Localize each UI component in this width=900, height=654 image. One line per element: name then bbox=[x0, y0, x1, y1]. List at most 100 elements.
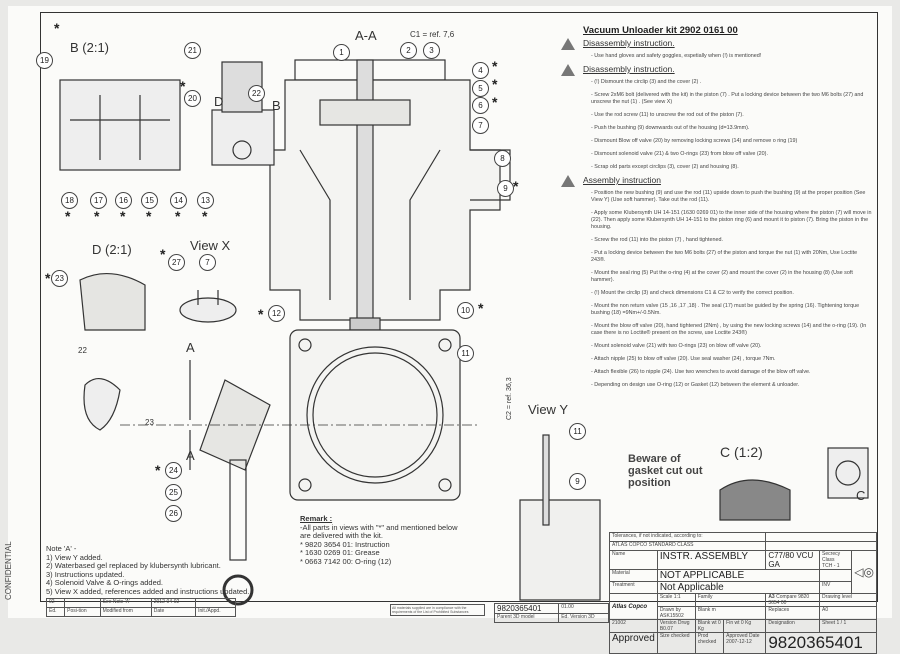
drawing-level: A0 bbox=[819, 606, 877, 620]
kit-part-star-icon: * bbox=[202, 208, 208, 224]
note-item: 5) View X added, references added and in… bbox=[46, 586, 250, 596]
detail-c-label: C (1:2) bbox=[720, 444, 763, 460]
item-balloon: 21 bbox=[184, 42, 201, 59]
kit-part-star-icon: * bbox=[180, 78, 186, 94]
parent-number: 9820365401 bbox=[493, 603, 560, 614]
item-balloon: 12 bbox=[268, 305, 285, 322]
fin-wt-label: Fin wt bbox=[726, 620, 740, 626]
instruction-step: - Screw the rod (11) into the piston (7)… bbox=[591, 237, 724, 243]
drawn-by-label: Drawn by bbox=[659, 607, 681, 613]
item-balloon: 23 bbox=[51, 270, 68, 287]
instruction-step: - Depending on design use O-ring (12) or… bbox=[591, 382, 800, 388]
instruction-step: - Dismount solenoid valve (21) & two O-r… bbox=[591, 151, 768, 157]
material: NOT APPLICABLE bbox=[656, 569, 821, 582]
item-balloon: 11 bbox=[569, 423, 586, 440]
version: B0.07 bbox=[659, 626, 673, 632]
detail-b-shape bbox=[59, 79, 181, 171]
remark-line: * 9820 3654 01: Instruction bbox=[300, 539, 390, 549]
section-heading-text: Disassembly instruction. bbox=[583, 38, 675, 48]
compliance-note: All materials supplied are in compliance… bbox=[390, 604, 485, 616]
name-label: Name bbox=[609, 550, 658, 570]
drawing-number: 9820365401 bbox=[765, 632, 877, 654]
blank-m: Blank m bbox=[694, 606, 767, 620]
rev-ed: 02 bbox=[45, 598, 66, 608]
instruction-step: - Mount the blow off valve (20), hand ti… bbox=[591, 323, 867, 336]
date-label: Date bbox=[748, 633, 760, 639]
kit-part-star-icon: * bbox=[155, 462, 161, 478]
note-item: 2) Waterbased gel replaced by klubersynt… bbox=[46, 561, 221, 571]
section-aa-label: A-A bbox=[355, 28, 377, 43]
secrecy-value: TCH - 1 bbox=[822, 563, 840, 569]
item-balloon: 7 bbox=[199, 254, 216, 271]
detail-b-label: B (2:1) bbox=[70, 40, 110, 55]
note-item: 3) Instructions updated. bbox=[46, 569, 125, 579]
kit-part-star-icon: * bbox=[54, 20, 60, 36]
item-balloon: 26 bbox=[165, 505, 182, 522]
replaces-label: Replaces bbox=[765, 606, 821, 620]
detail-c-shape bbox=[719, 479, 791, 521]
ed-version: Ed. Version 3D bbox=[558, 613, 609, 623]
title-block: Tolerances, if not indicated, according … bbox=[608, 532, 877, 654]
instruction-step: - Mount the non return valve (15 ,16 ,17… bbox=[591, 303, 860, 316]
view-y-shape bbox=[519, 499, 601, 601]
instruction-step: - (!) Dismount the circlip (3) and the c… bbox=[591, 79, 702, 85]
item-balloon: 5 bbox=[472, 80, 489, 97]
item-balloon: 24 bbox=[165, 462, 182, 479]
designation-label: Designation bbox=[765, 619, 821, 633]
item-balloon: 13 bbox=[197, 192, 214, 209]
item-balloon: 20 bbox=[184, 90, 201, 107]
remark-line: are delivered with the kit. bbox=[300, 531, 383, 541]
instruction-step: - (!) Mount the circlip (3) and check di… bbox=[591, 290, 794, 296]
beware-line: Beware of bbox=[628, 453, 681, 465]
instruction-step: - Position the new bushing (9) and use t… bbox=[591, 190, 866, 203]
view-y-label: View Y bbox=[528, 402, 568, 417]
item-balloon: 11 bbox=[457, 345, 474, 362]
secrecy-label: Secrecy Class bbox=[822, 551, 841, 563]
kit-part-star-icon: * bbox=[120, 208, 126, 224]
detail-mark-b: B bbox=[272, 98, 281, 113]
kit-part-star-icon: * bbox=[65, 208, 71, 224]
rev-date: 2012-04-02 bbox=[150, 598, 197, 608]
kit-part-star-icon: * bbox=[492, 76, 498, 92]
section-heading: Assembly instruction bbox=[561, 175, 873, 187]
instruction-step: - Mount solenoid valve (21) with two O-r… bbox=[591, 343, 762, 349]
hdr-date: Date bbox=[150, 607, 197, 617]
instructions-panel: Vacuum Unloader kit 2902 0161 00 Disasse… bbox=[561, 26, 873, 395]
scale-label: Scale bbox=[659, 594, 673, 600]
hdr-ed: Ed. bbox=[45, 607, 66, 617]
instruction-step: - Apply some Klubersynth UH 14-151 (1630… bbox=[591, 210, 872, 230]
kit-part-star-icon: * bbox=[175, 208, 181, 224]
kit-part-star-icon: * bbox=[160, 246, 166, 262]
prod-checked: Prod checked bbox=[694, 632, 725, 654]
tolerances: Tolerances, if not indicated, according … bbox=[608, 532, 767, 542]
parent-label: Parent 3D model bbox=[493, 613, 560, 623]
kit-part-star-icon: * bbox=[492, 94, 498, 110]
revision-triangle-icon bbox=[561, 38, 575, 50]
note-title: Note 'A' - bbox=[46, 544, 77, 553]
plan-view-shape bbox=[289, 329, 461, 501]
detail-c-mark: C bbox=[856, 488, 866, 503]
material-label: Material bbox=[609, 569, 658, 582]
sheet-number: Sheet 1 / 1 bbox=[819, 619, 877, 633]
approved-status: Approved bbox=[609, 632, 658, 654]
instruction-step: - Attach flexible (26) to nipple (24). U… bbox=[591, 369, 811, 375]
detail-d-label: D (2:1) bbox=[92, 242, 132, 257]
instruction-step: - Attach nipple (25) to blow off valve (… bbox=[591, 356, 776, 362]
product: C77/80 VCU GA bbox=[765, 550, 821, 570]
item-balloon: 17 bbox=[90, 192, 107, 209]
item-balloon: 2 bbox=[400, 42, 417, 59]
revision-triangle-icon bbox=[561, 64, 575, 76]
kit-part-star-icon: * bbox=[146, 208, 152, 224]
kit-part-star-icon: * bbox=[94, 208, 100, 224]
scale: 1:1 bbox=[673, 594, 681, 600]
remark-line: * 0663 7142 00: O-ring (12) bbox=[300, 556, 392, 566]
item-balloon: 22 bbox=[248, 85, 265, 102]
instruction-step: - Use the rod screw (11) to unscrew the … bbox=[591, 112, 744, 118]
c2-dimension: C2 = ref. 36,3 bbox=[506, 377, 513, 420]
hdr-pos: Posi-tion bbox=[64, 607, 101, 617]
detail-mark-d: D bbox=[214, 94, 224, 109]
revision-note: Note 'A' - 1) View Y added.2) Waterbased… bbox=[46, 544, 250, 597]
leader-number: 22 bbox=[78, 346, 87, 355]
